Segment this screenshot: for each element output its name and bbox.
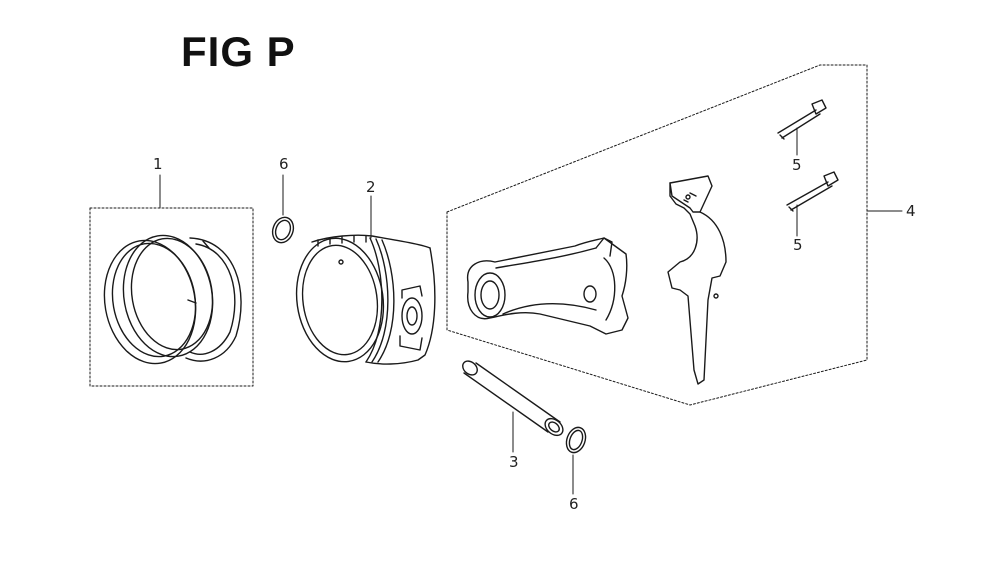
piston-pin: [462, 360, 564, 437]
ring-set-group-box: [89, 207, 254, 387]
callout-ring-set: 1: [153, 155, 163, 173]
figure-title: FIG P: [181, 28, 296, 75]
callout-pin-clip-lower: 6: [569, 495, 579, 513]
callout-rod-bolt-upper: 5: [792, 156, 802, 174]
leader-lines: [159, 127, 903, 495]
pin-clip-lower: [565, 426, 587, 454]
pin-clip-upper: [271, 216, 295, 244]
connecting-rod-group-box: [446, 64, 868, 406]
callout-piston: 2: [366, 178, 376, 196]
piston-rings: [103, 234, 242, 365]
callout-connecting-rod-assy: 4: [906, 202, 916, 220]
callout-piston-pin: 3: [509, 453, 519, 471]
connecting-rod-cap: [667, 175, 727, 385]
connecting-rod: [466, 237, 629, 335]
rod-bolt-upper: [777, 99, 827, 140]
rod-bolt-lower: [786, 171, 839, 212]
callout-pin-clip-upper: 6: [279, 155, 289, 173]
piston: [295, 234, 436, 365]
callout-rod-bolt-lower: 5: [793, 236, 803, 254]
